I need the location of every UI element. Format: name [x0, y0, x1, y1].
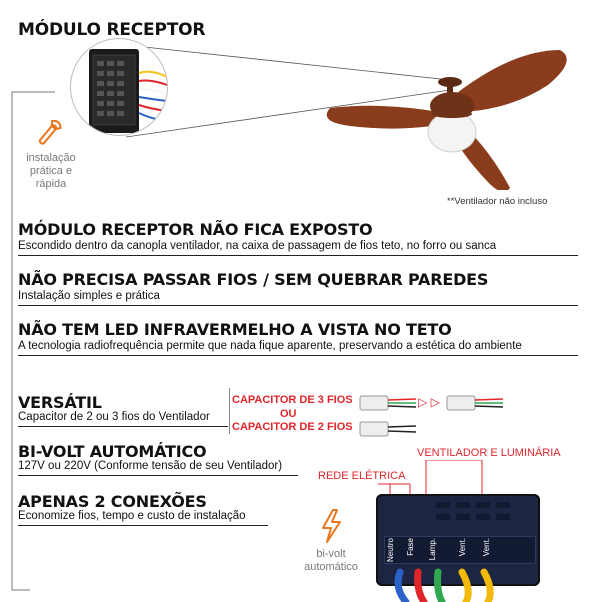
- rede-eletrica-label: REDE ELÉTRICA: [318, 470, 406, 482]
- bivolt-title: BI-VOLT AUTOMÁTICO: [18, 442, 207, 461]
- module-zoom-circle: [70, 38, 168, 136]
- bivolt-text: 127V ou 220V (Conforme tensão de seu Ven…: [18, 460, 298, 476]
- ceiling-fan-image: [326, 50, 567, 190]
- feature-text-hidden: Escondido dentro da canopla ventilador, …: [18, 240, 578, 256]
- bivolt-icon-label: bi-volt automático: [304, 548, 358, 573]
- receiver-wires: [394, 568, 494, 602]
- feature-text-no-led: A tecnologia radiofrequência permite que…: [18, 340, 578, 356]
- feature-title-no-led: NÃO TEM LED INFRAVERMELHO A VISTA NO TET…: [18, 320, 452, 339]
- terminal-vent-1: Vent.: [458, 538, 467, 557]
- receiver-module-image: [89, 49, 167, 133]
- capacitor-2-label: CAPACITOR DE 2 FIOS: [232, 421, 353, 433]
- connections-text: Economize fios, tempo e custo de instala…: [18, 510, 268, 526]
- capacitor-or-label: OU: [280, 408, 297, 420]
- capacitor-bracket: [229, 388, 230, 434]
- capacitor-3-wire-icon: [359, 395, 417, 411]
- terminal-neutro: Neutro: [386, 538, 395, 563]
- feature-title-hidden: MÓDULO RECEPTOR NÃO FICA EXPOSTO: [18, 220, 373, 239]
- capacitor-2-wire-icon: [359, 421, 417, 437]
- wrench-icon: [38, 119, 62, 145]
- page-title: MÓDULO RECEPTOR: [18, 20, 206, 40]
- fan-not-included-note: **Ventilador não incluso: [447, 196, 548, 207]
- capacitor-3-wire-icon-alt: [446, 395, 504, 411]
- connections-title: APENAS 2 CONEXÕES: [18, 492, 207, 511]
- feature-text-no-wires: Instalação simples e prática: [18, 290, 578, 306]
- capacitor-3-label: CAPACITOR DE 3 FIOS: [232, 394, 353, 406]
- ventilador-luminaria-label: VENTILADOR E LUMINÁRIA: [417, 447, 561, 459]
- versatil-text: Capacitor de 2 ou 3 fios do Ventilador: [18, 411, 228, 427]
- terminal-vent-2: Vent.: [482, 538, 491, 557]
- install-note: instalação prática e rápida: [26, 152, 76, 190]
- terminal-fase: Fase: [406, 538, 415, 556]
- lightning-icon: [322, 509, 341, 543]
- versatil-title: VERSÁTIL: [18, 393, 102, 412]
- receiver-module-box: Neutro Fase Lamp. Vent. Vent.: [376, 494, 540, 586]
- terminal-lamp: Lamp.: [428, 538, 437, 561]
- feature-title-no-wires: NÃO PRECISA PASSAR FIOS / SEM QUEBRAR PA…: [18, 270, 489, 289]
- arrow-icon: ▷ ▷: [418, 395, 440, 409]
